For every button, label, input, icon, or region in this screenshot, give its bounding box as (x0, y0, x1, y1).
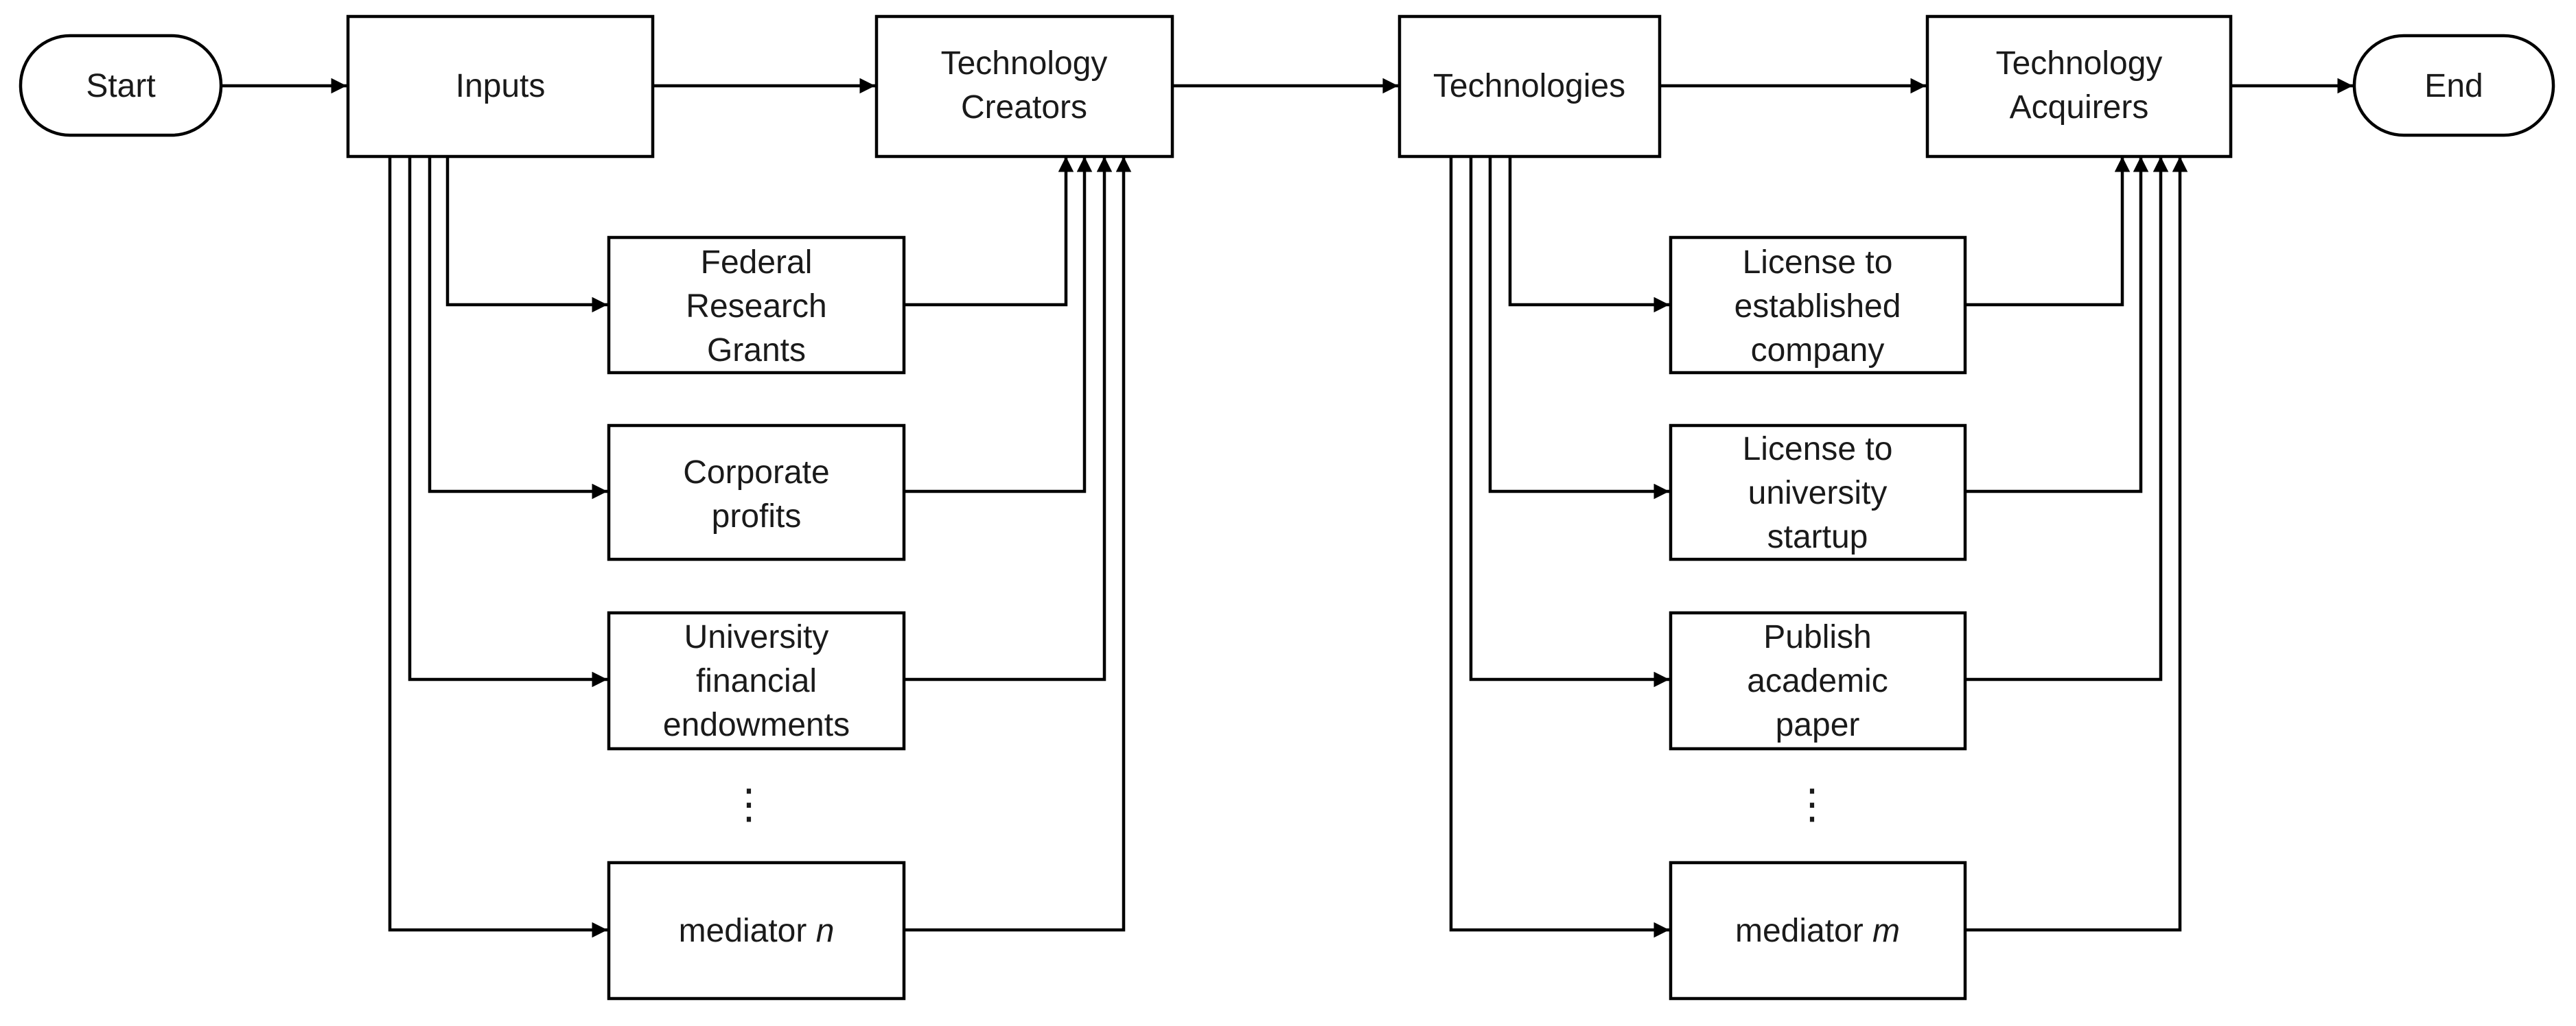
start-terminal: Start (19, 34, 223, 137)
mediator-label-line: Grants (707, 332, 806, 369)
mediator-box-corporate-profits: Corporate profits (607, 423, 906, 561)
arrow-mediator-n-to-creators (904, 156, 1132, 932)
mediator-label-line: financial (696, 663, 817, 699)
mediator-box-publish-academic-paper: Publish academic paper (1669, 611, 1967, 751)
end-label: End (2424, 68, 2483, 104)
arrow-technologies-to-license-startup (1488, 156, 1669, 500)
mediator-label-line: Federal (701, 244, 813, 281)
arrow-license-startup-to-acquirers (1965, 156, 2149, 493)
mediator-label-line: company (1751, 332, 1885, 369)
mediator-label-line: University (684, 619, 829, 655)
mediator-m-label: mediator m (1735, 913, 1900, 949)
mediator-n-text: mediator (679, 913, 816, 949)
mediator-label-line: startup (1767, 519, 1868, 555)
mediator-label-line: university (1748, 475, 1888, 511)
technology-acquirers-label-line-1: Technology (1996, 45, 2163, 82)
technology-creators-label-line-1: Technology (941, 45, 1108, 82)
arrow-mediator-m-to-acquirers (1965, 156, 2188, 932)
technology-creators-label-line-2: Creators (961, 89, 1087, 126)
inputs-label: Inputs (456, 68, 546, 104)
mediator-label-line: License to (1743, 244, 1893, 281)
end-terminal: End (2352, 34, 2555, 137)
arrow-federal-to-creators (904, 156, 1074, 307)
mediator-n-label: mediator n (679, 913, 835, 949)
mediator-label-line: Research (686, 288, 826, 325)
start-label: Start (86, 68, 155, 104)
mediator-box-mediator-n: mediator n (607, 861, 906, 1001)
technology-acquirers-label-line-2: Acquirers (2010, 89, 2149, 126)
arrow-technologies-to-license-established (1508, 156, 1669, 313)
mediator-label-line: License to (1743, 431, 1893, 467)
arrow-inputs-to-federal (445, 156, 607, 313)
mediator-m-text: mediator (1735, 913, 1872, 949)
mediator-m-variable: m (1872, 913, 1900, 949)
mediator-box-license-established-company: License to established company (1669, 235, 1967, 375)
mediator-label-line: academic (1747, 663, 1888, 699)
technology-acquirers-node: Technology Acquirers (1925, 14, 2233, 159)
arrow-inputs-to-corporate (428, 156, 607, 500)
mediator-label-line: Corporate (683, 454, 829, 491)
arrow-publish-to-acquirers (1965, 156, 2169, 681)
connectors (221, 78, 2353, 938)
mediator-label-line: established (1734, 288, 1901, 325)
left-ellipsis: ⋮ (728, 781, 769, 827)
arrow-university-to-creators (904, 156, 1113, 681)
mediator-box-license-university-startup: License to university startup (1669, 423, 1967, 561)
mediator-n-variable: n (816, 913, 835, 949)
arrow-inputs-to-university (408, 156, 607, 688)
technologies-label: Technologies (1433, 68, 1625, 104)
arrow-corporate-to-creators (904, 156, 1093, 493)
mediator-label-line: profits (712, 498, 802, 535)
mediator-box-mediator-m: mediator m (1669, 861, 1967, 1001)
arrow-inputs-to-mediator-n (388, 156, 607, 938)
mediator-box-university-endowments: University financial endowments (607, 611, 906, 751)
mediator-label-line: endowments (663, 707, 850, 743)
inputs-node: Inputs (346, 14, 655, 159)
arrow-technologies-to-publish (1469, 156, 1669, 688)
arrow-technologies-to-mediator-m (1449, 156, 1669, 938)
arrow-license-established-to-acquirers (1965, 156, 2131, 307)
mediator-box-federal-research-grants: Federal Research Grants (607, 235, 906, 375)
technology-creators-node: Technology Creators (874, 14, 1174, 159)
right-ellipsis: ⋮ (1791, 781, 1833, 827)
mediator-label-line: Publish (1763, 619, 1871, 655)
technologies-node: Technologies (1397, 14, 1662, 159)
mediator-label-line: paper (1776, 707, 1860, 743)
